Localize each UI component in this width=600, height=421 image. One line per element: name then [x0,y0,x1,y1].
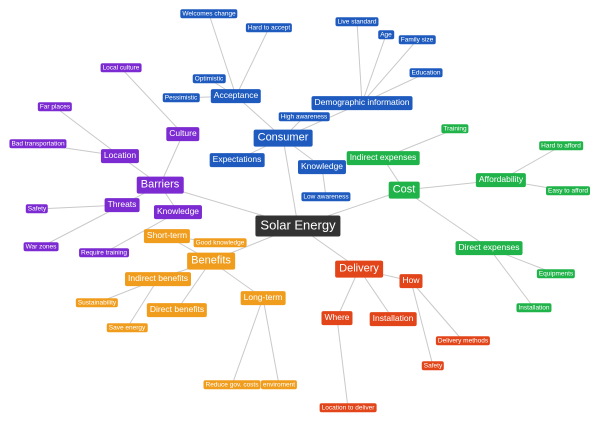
node-delivery-installation[interactable]: Installation [369,312,417,326]
connector-cost-to-direct-expenses [403,189,490,249]
node-location[interactable]: Location [100,149,140,163]
node-short-term[interactable]: Short-term [143,229,191,243]
connector-where-to-location-to-deliver [336,317,349,409]
node-high-awareness[interactable]: High awareness [278,112,330,122]
node-demographic-information[interactable]: Demographic information [311,96,413,110]
node-where[interactable]: Where [321,311,353,325]
node-require-training[interactable]: Require training [79,248,129,258]
node-consumer[interactable]: Consumer [253,129,313,147]
node-hard-to-accept[interactable]: Hard to accept [245,23,293,33]
node-affordability[interactable]: Affordability [475,173,527,187]
node-indirect-expenses[interactable]: Indirect expenses [346,151,420,165]
connector-demographic-information-to-live-standard [356,21,363,104]
node-war-zones[interactable]: War zones [23,242,59,252]
connector-acceptance-to-welcomes-change [208,13,237,97]
node-expectations[interactable]: Expectations [209,153,265,167]
node-threats[interactable]: Threats [104,198,140,212]
connector-long-term-to-reduce-gov-costs [231,297,264,386]
connector-demographic-information-to-age [361,34,387,104]
connector-delivery-to-delivery-installation [358,268,394,320]
node-location-to-deliver[interactable]: Location to deliver [319,403,377,413]
connector-threats-to-war-zones [40,204,123,248]
node-reduce-gov-costs[interactable]: Reduce gov. costs [203,380,261,390]
node-training[interactable]: Training [441,124,469,134]
connector-root-to-consumer [282,137,299,227]
node-live-standard[interactable]: Live standard [335,17,379,27]
node-bad-transportation[interactable]: Bad transportation [9,139,67,149]
node-age[interactable]: Age [378,30,394,40]
node-barriers-knowledge[interactable]: Knowledge [153,205,203,219]
node-benefits[interactable]: Benefits [187,252,235,270]
node-sustainability[interactable]: Sustainability [75,298,119,308]
connector-how-to-delivery-methods [410,280,464,342]
connector-indirect-benefits-to-save-energy [126,278,159,329]
node-far-places[interactable]: Far places [37,102,73,112]
node-education[interactable]: Education [409,68,443,78]
node-easy-to-afford[interactable]: Easy to afford [546,186,590,196]
connector-direct-expenses-to-cost-installation [488,247,535,309]
node-delivery-safety[interactable]: Safety [421,361,445,371]
connector-demographic-information-to-family-size [361,39,418,104]
node-optimistic[interactable]: Optimistic [192,74,226,84]
node-culture[interactable]: Culture [166,127,200,141]
node-low-awareness[interactable]: Low awareness [301,192,351,202]
node-indirect-benefits[interactable]: Indirect benefits [124,272,192,286]
node-local-culture[interactable]: Local culture [100,63,142,73]
connector-location-to-far-places [54,106,121,157]
node-direct-benefits[interactable]: Direct benefits [146,303,208,317]
node-environment[interactable]: enviroment [260,380,298,390]
connector-long-term-to-environment [262,297,280,386]
node-barriers-safety[interactable]: Safety [25,204,49,214]
node-pessimistic[interactable]: Pessimistic [162,93,200,103]
node-good-knowledge[interactable]: Good knowledge [193,238,247,248]
node-family-size[interactable]: Family size [398,35,436,45]
node-acceptance[interactable]: Acceptance [210,89,262,103]
node-delivery-methods[interactable]: Delivery methods [435,336,491,346]
node-direct-expenses[interactable]: Direct expenses [455,241,523,255]
node-long-term[interactable]: Long-term [240,291,286,305]
node-root[interactable]: Solar Energy [255,215,341,237]
node-delivery[interactable]: Delivery [335,260,383,278]
connector-how-to-delivery-safety [410,280,434,367]
node-hard-to-afford[interactable]: Hard to afford [539,141,583,151]
connector-culture-to-local-culture [120,67,184,135]
node-how[interactable]: How [399,274,423,288]
node-equipments[interactable]: Equipments [536,269,576,279]
connector-barriers-to-culture [159,133,184,186]
node-welcomes-change[interactable]: Welcomes change [180,9,238,19]
node-consumer-knowledge[interactable]: Knowledge [297,160,347,174]
node-cost-installation[interactable]: Installation [516,303,552,313]
node-cost[interactable]: Cost [388,181,420,199]
node-barriers[interactable]: Barriers [136,176,184,194]
connector-acceptance-to-hard-to-accept [235,27,270,97]
node-save-energy[interactable]: Save energy [106,323,148,333]
